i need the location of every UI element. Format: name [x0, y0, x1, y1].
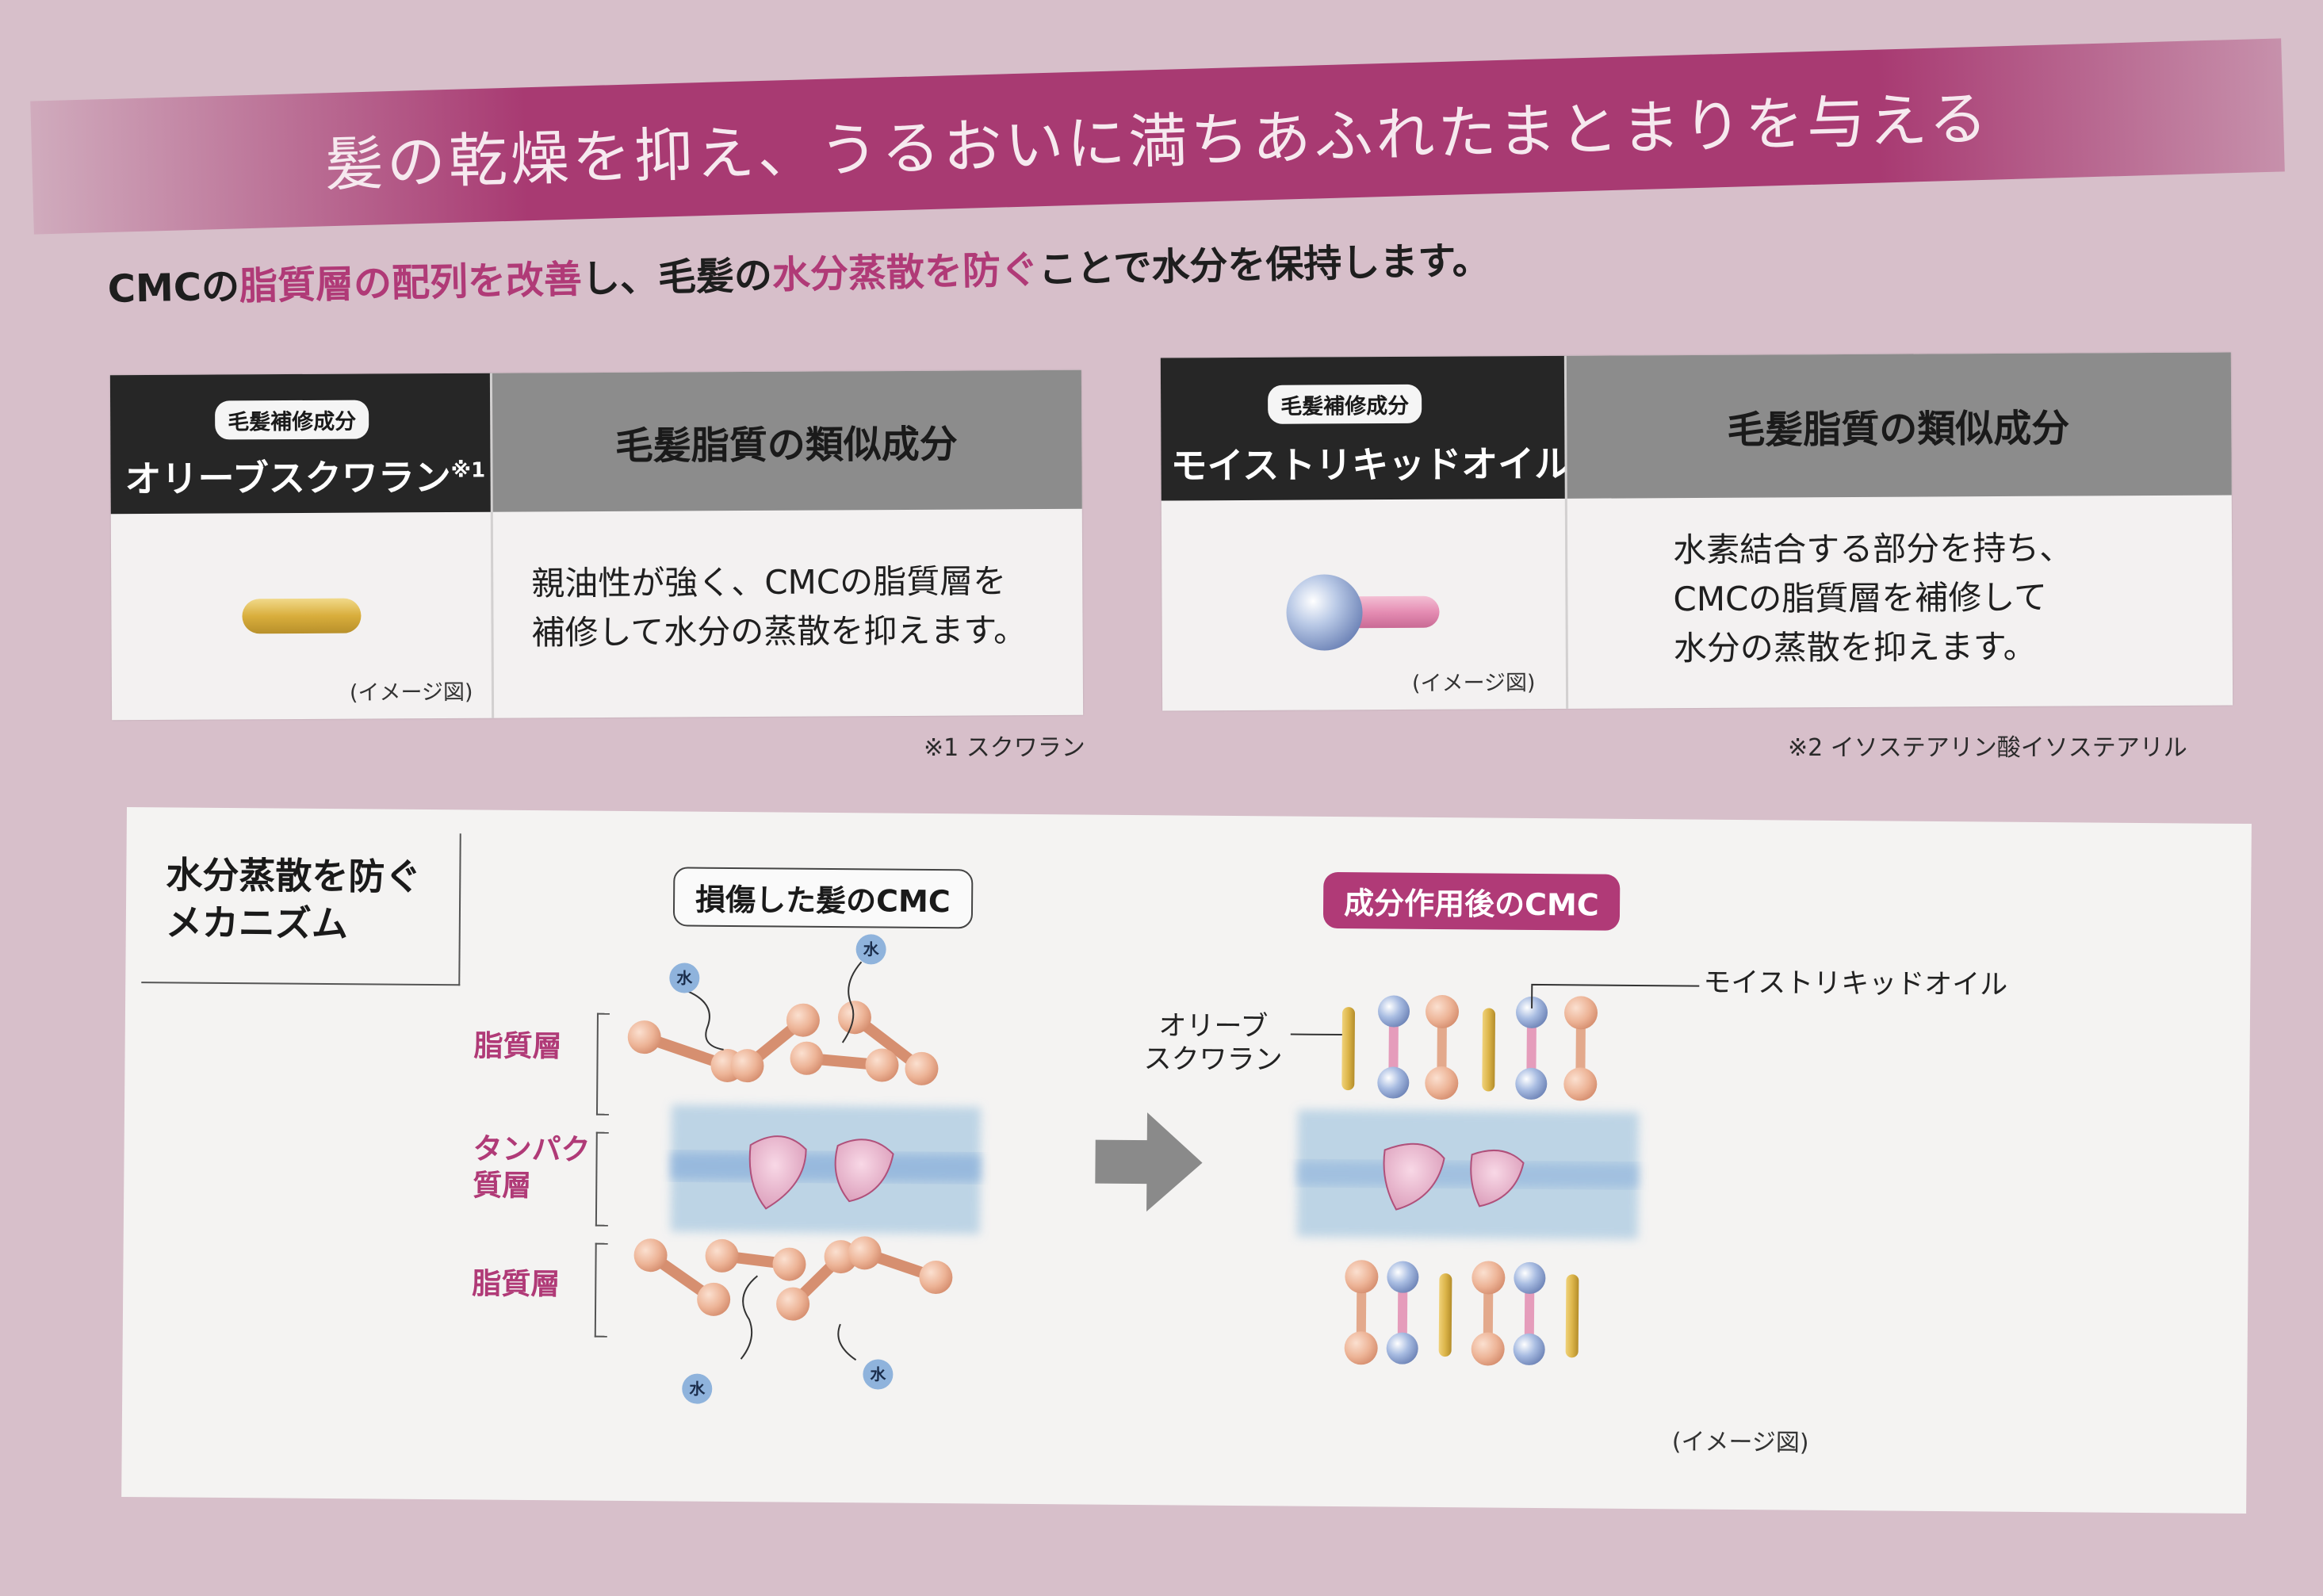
product-name: オリーブスクワラン※1	[124, 449, 485, 503]
lead-part-3: ことで水分を保持します。	[1038, 238, 1491, 293]
image-note: (イメージ図)	[349, 679, 473, 706]
image-note: (イメージ図)	[1411, 671, 1536, 696]
leader-lines	[1290, 983, 1700, 1036]
lead-highlight-2: 水分蒸散を防ぐ	[771, 247, 1039, 298]
ordered-lipid-row-top	[1341, 995, 1598, 1101]
card-moist-liquid-oil: 毛髪補修成分 モイストリキッドオイル※2 毛髪脂質の類似成分 (イメージ図) 水…	[1160, 352, 2233, 711]
water-label: 水	[676, 968, 693, 987]
headline-text: 髪の乾燥を抑え、うるおいに満ちあふれたまとまりを与える	[323, 84, 1992, 199]
product-name-text: モイストリキッドオイル	[1170, 442, 1571, 488]
product-name: モイストリキッドオイル※2	[1170, 435, 1605, 490]
ordered-lipid-row-bottom	[1344, 1260, 1579, 1366]
card-header-dark: 毛髪補修成分 モイストリキッドオイル※2	[1160, 355, 1605, 501]
ingredient-tag: 毛髪補修成分	[215, 400, 369, 440]
water-label: 水	[689, 1380, 706, 1399]
description-line: 補修して水分の蒸散を抑えます。	[531, 610, 1028, 653]
protein-layer-before	[670, 1104, 982, 1234]
transition-arrow	[1095, 1112, 1203, 1212]
lipid-balls-before-top	[627, 1001, 939, 1085]
protein-layer-after	[1296, 1109, 1640, 1239]
description-line: 水素結合する部分を持ち、	[1672, 528, 2073, 570]
squalane-capsule-illustration	[242, 598, 362, 634]
water-label: 水	[870, 1364, 886, 1384]
water-escape-paths	[683, 961, 863, 1361]
card-description: 水素結合する部分を持ち、 CMCの脂質層を補修して 水分の蒸散を抑えます。	[1673, 524, 2073, 674]
ingredient-tag: 毛髪補修成分	[1268, 384, 1422, 424]
lipid-balls-before-bottom	[633, 1236, 953, 1321]
water-labels: 水 水 水 水	[676, 940, 886, 1399]
description-line: 親油性が強く、CMCの脂質層を	[531, 561, 1007, 603]
moist-oil-molecule-illustration	[1286, 574, 1440, 651]
card-olive-squalane: 毛髪補修成分 オリーブスクワラン※1 毛髪脂質の類似成分 (イメージ図) 親油性…	[109, 369, 1084, 721]
lead-sentence: CMCの脂質層の配列を改善し、毛髪の水分蒸散を防ぐことで水分を保持します。	[107, 226, 1614, 313]
headline-banner: 髪の乾燥を抑え、うるおいに満ちあふれたまとまりを与える	[30, 38, 2285, 235]
lead-highlight-1: 脂質層の配列を改善	[239, 257, 583, 309]
card-header-dark: 毛髪補修成分 オリーブスクワラン※1	[109, 373, 492, 515]
product-name-text: オリーブスクワラン	[124, 455, 451, 501]
description-line: CMCの脂質層を補修して	[1673, 577, 2048, 619]
footnote-2: ※2 イソステアリン酸イソステアリル	[1788, 734, 2187, 762]
similar-label: 毛髪脂質の類似成分	[1727, 406, 2070, 453]
water-label: 水	[863, 940, 880, 959]
description-line: 水分の蒸散を抑えます。	[1673, 626, 2037, 668]
similar-header: 毛髪脂質の類似成分	[1564, 352, 2232, 499]
note-mark: ※1	[450, 458, 486, 483]
lead-part-1: CMCの	[107, 264, 240, 312]
similar-label: 毛髪脂質の類似成分	[614, 422, 958, 469]
mechanism-panel: 水分蒸散を防ぐ メカニズム 損傷した髪のCMC 成分作用後のCMC 脂質層 タン…	[121, 807, 2252, 1514]
footnote-1: ※1 スクワラン	[924, 734, 1085, 762]
mechanism-diagram: 水 水 水 水	[627, 934, 1700, 1404]
lead-part-2: し、毛髪の	[581, 253, 773, 302]
water-icons	[669, 934, 894, 1404]
similar-header: 毛髪脂質の類似成分	[490, 369, 1082, 512]
card-description: 親油性が強く、CMCの脂質層を 補修して水分の蒸散を抑えます。	[531, 557, 1027, 657]
